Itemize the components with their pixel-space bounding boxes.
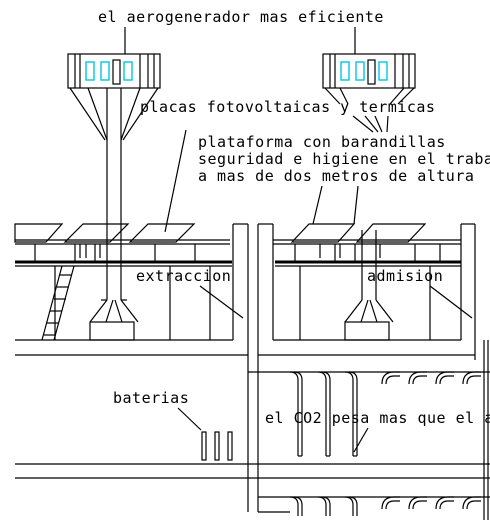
label-extraction: extraccion — [136, 267, 231, 285]
wind-turbine-left — [67, 53, 161, 341]
ladder — [41, 265, 75, 341]
label-co2: el CO2 pesa mas que el aire — [265, 409, 490, 427]
label-platform-line-1: plataforma con barandillas — [198, 133, 446, 151]
co2-pipes — [289, 371, 358, 516]
label-turbine: el aerogenerador mas eficiente — [98, 8, 384, 26]
solar-panels-right — [290, 223, 427, 258]
solar-panels-left — [14, 223, 196, 258]
label-platform-line-2: seguridad e higiene en el trabajo — [198, 150, 490, 168]
label-batteries: baterias — [113, 389, 189, 407]
label-panels: placas fotovoltaicas y termicas — [140, 98, 435, 116]
platform-right — [273, 239, 461, 340]
label-intake: admision — [367, 267, 443, 285]
intake-vents — [381, 371, 481, 510]
wind-turbine-right — [322, 53, 416, 341]
leader-lines — [124, 27, 473, 453]
label-platform-line-3: a mas de dos metros de altura — [198, 167, 474, 185]
extraction-shaft — [232, 223, 249, 512]
right-riser — [483, 340, 489, 520]
platform-left — [15, 239, 232, 340]
batteries — [201, 431, 233, 461]
